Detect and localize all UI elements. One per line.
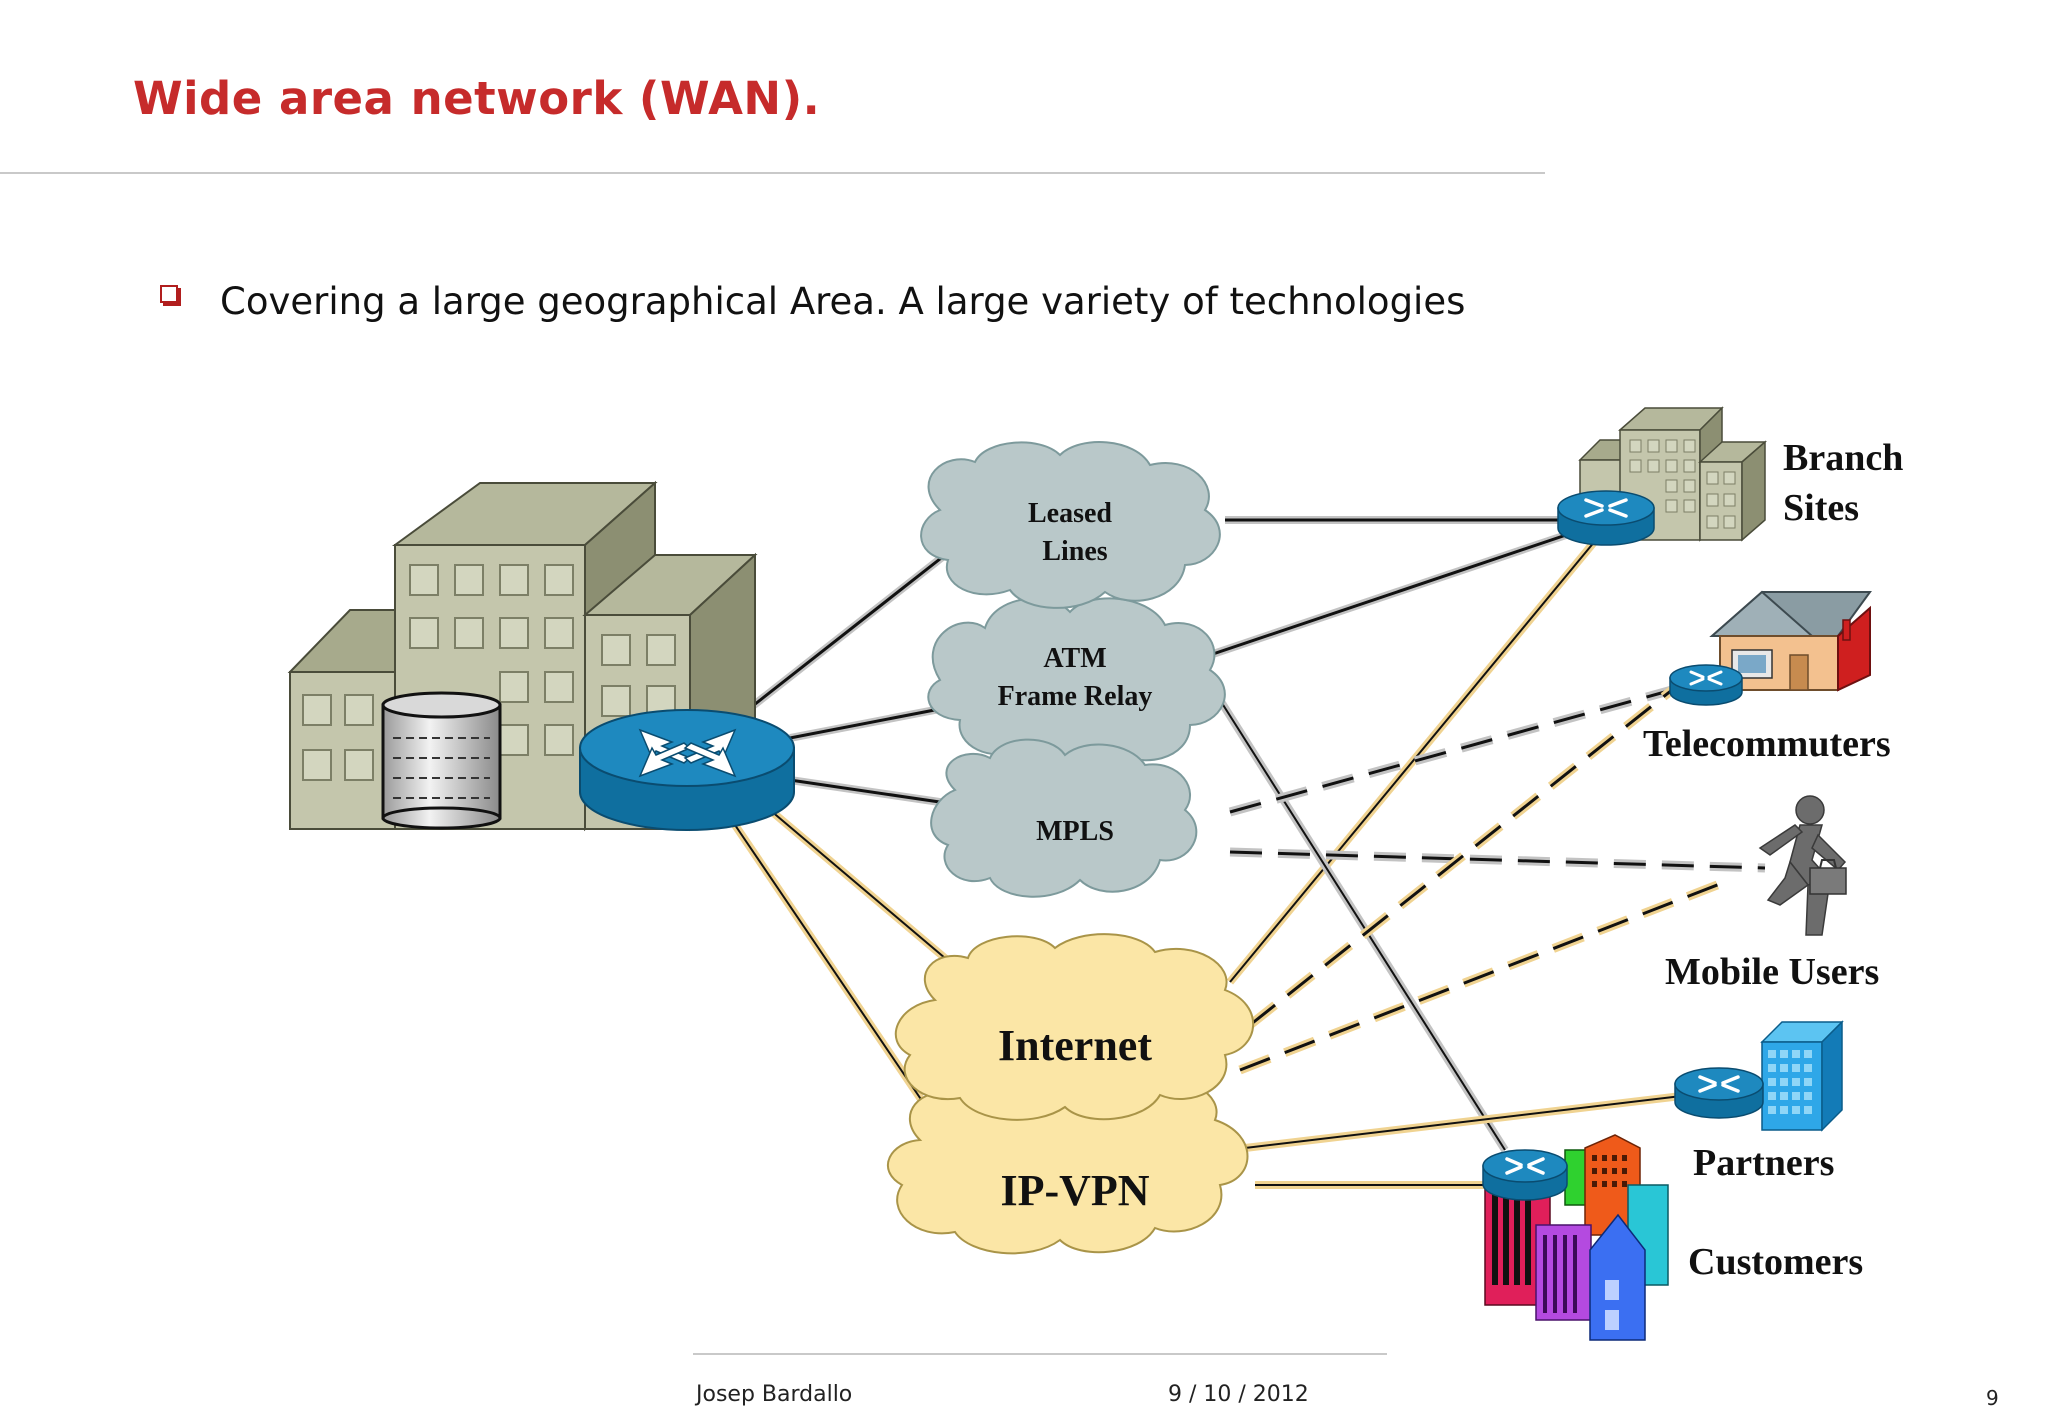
dashed-link-internet-telecommuters (1247, 686, 1675, 1029)
ip-vpn-label: IP-VPN (1000, 1166, 1149, 1215)
hq-router-icon (579, 709, 795, 831)
bullet-text: Covering a large geographical Area. A la… (220, 280, 1466, 323)
footer-author: Josep Bardallo (696, 1382, 853, 1407)
link-hq-internet (767, 806, 968, 979)
leased-lines-label-line1: Leased (1028, 498, 1112, 529)
telecommuter-house-icon (1709, 590, 1872, 692)
footer-date: 9 / 10 / 2012 (1168, 1382, 1309, 1407)
dashed-link-mpls-telecommuters (1228, 685, 1674, 817)
mobile-users-label: Mobile Users (1665, 951, 1879, 993)
branch-router-icon (1557, 490, 1655, 546)
cloud-leased-lines (920, 441, 1221, 609)
bullet-item: Covering a large geographical Area. A la… (160, 280, 1465, 323)
telecommuter-router-icon (1669, 664, 1743, 706)
page-number: 9 (1986, 1386, 1999, 1410)
telecommuters-label: Telecommuters (1643, 723, 1891, 765)
link-hq-leased (742, 551, 948, 716)
link-hq-mpls (789, 776, 961, 809)
square-bullet-icon (160, 284, 178, 303)
partners-label: Partners (1693, 1142, 1834, 1184)
footer-divider (693, 1353, 1387, 1355)
database-icon (381, 691, 502, 830)
internet-label: Internet (998, 1021, 1152, 1070)
dashed-link-internet-mobile (1238, 877, 1727, 1075)
partner-building-icon (1760, 1020, 1844, 1132)
branch-label-line1: Branch (1783, 437, 1903, 479)
cloud-atm-frame-relay (927, 597, 1226, 769)
customer-router-icon (1482, 1149, 1568, 1201)
link-hq-atm (789, 704, 946, 742)
mpls-label: MPLS (1036, 816, 1114, 847)
dashed-link-mpls-mobile (1229, 847, 1766, 873)
customer-buildings-icon (1484, 1134, 1669, 1341)
links (731, 516, 1766, 1189)
link-ipvpn-partners (1244, 1091, 1691, 1152)
title-divider (0, 172, 1545, 174)
branch-label-line2: Sites (1783, 487, 1859, 529)
cloud-mpls (930, 738, 1198, 898)
link-hq-ipvpn (731, 822, 939, 1123)
frame-relay-label: Frame Relay (998, 681, 1153, 712)
leased-lines-label-line2: Lines (1042, 536, 1107, 567)
atm-label: ATM (1043, 643, 1106, 674)
cloud-internet (894, 933, 1255, 1121)
partner-router-icon (1674, 1067, 1764, 1119)
link-atm-customers (1216, 697, 1509, 1153)
customers-label: Customers (1688, 1241, 1863, 1283)
slide-title: Wide area network (WAN). (133, 72, 821, 125)
link-atm-branch (1208, 528, 1577, 659)
mobile-user-icon (1758, 795, 1847, 936)
